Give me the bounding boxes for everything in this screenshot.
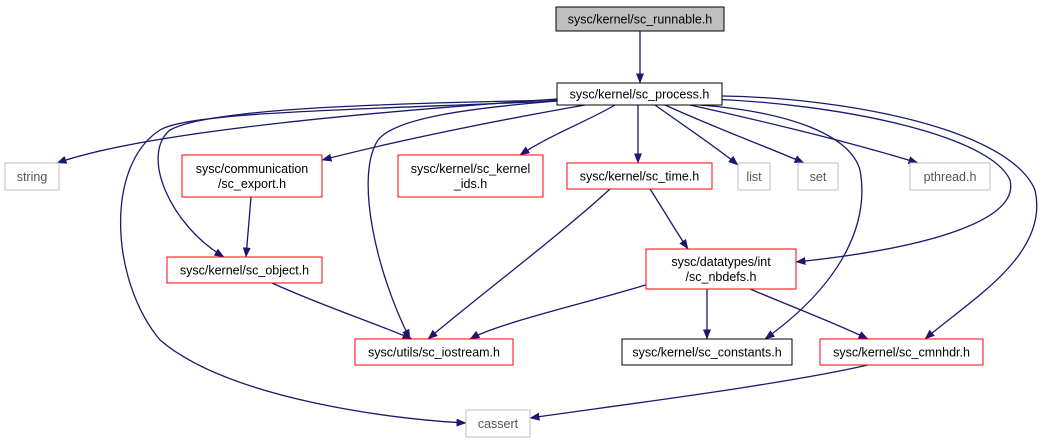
node-box-constants[interactable] (621, 338, 793, 366)
node-label-pthread: pthread.h (924, 170, 977, 184)
node-export[interactable]: sysc/communication/sc_export.h (181, 154, 323, 198)
node-label-export: sysc/communication (196, 162, 309, 176)
node-label-process: sysc/kernel/sc_process.h (570, 88, 710, 102)
node-nbdefs[interactable]: sysc/datatypes/int/sc_nbdefs.h (645, 248, 797, 290)
node-label-nbdefs: sysc/datatypes/int (671, 255, 771, 269)
node-cassert[interactable]: cassert (465, 409, 531, 438)
node-string[interactable]: string (4, 162, 60, 191)
node-cmnhdr[interactable]: sysc/kernel/sc_cmnhdr.h (819, 338, 984, 366)
edge-nbdefs-to-iostream (469, 281, 656, 340)
node-list[interactable]: list (737, 162, 771, 191)
node-box-time[interactable] (566, 162, 713, 190)
edge-time-to-nbdefs (649, 188, 689, 250)
edge-process-to-cassert (120, 100, 558, 427)
node-box-cmnhdr[interactable] (819, 338, 984, 366)
edge-process-to-list (654, 104, 739, 166)
node-label-nbdefs: /sc_nbdefs.h (686, 270, 757, 284)
node-box-pthread[interactable] (909, 162, 991, 191)
node-label-kernel_ids: sysc/kernel/sc_kernel (411, 162, 531, 176)
node-label-cmnhdr: sysc/kernel/sc_cmnhdr.h (833, 346, 970, 360)
edge-nbdefs-to-cmnhdr (749, 288, 869, 340)
edge-time-to-iostream (427, 188, 611, 340)
node-box-nbdefs[interactable] (645, 248, 797, 290)
node-label-time: sysc/kernel/sc_time.h (580, 170, 700, 184)
node-label-runnable: sysc/kernel/sc_runnable.h (568, 13, 713, 27)
node-kernel_ids[interactable]: sysc/kernel/sc_kernel_ids.h (397, 154, 544, 198)
edge-process-to-iostream (367, 100, 558, 340)
edge-process-to-set (664, 104, 805, 164)
node-process[interactable]: sysc/kernel/sc_process.h (556, 82, 723, 106)
node-label-constants: sysc/kernel/sc_constants.h (632, 346, 781, 360)
node-label-set: set (810, 170, 827, 184)
node-label-list: list (746, 170, 762, 184)
edge-object-to-iostream (271, 282, 413, 340)
node-time[interactable]: sysc/kernel/sc_time.h (566, 162, 713, 190)
node-box-runnable[interactable] (555, 6, 725, 32)
edge-process-to-object (157, 99, 558, 258)
node-box-kernel_ids[interactable] (397, 154, 544, 198)
node-iostream[interactable]: sysc/utils/sc_iostream.h (354, 338, 514, 366)
node-object[interactable]: sysc/kernel/sc_object.h (166, 256, 323, 284)
node-label-object: sysc/kernel/sc_object.h (180, 264, 309, 278)
node-box-cassert[interactable] (465, 409, 531, 438)
node-constants[interactable]: sysc/kernel/sc_constants.h (621, 338, 793, 366)
node-box-iostream[interactable] (354, 338, 514, 366)
node-box-string[interactable] (4, 162, 60, 191)
edge-process-to-export (321, 104, 586, 162)
nodes-layer: sysc/kernel/sc_runnable.h sysc/kernel/sc_… (4, 6, 991, 438)
node-box-list[interactable] (737, 162, 771, 191)
edge-export-to-object (242, 196, 252, 258)
node-box-set[interactable] (797, 162, 839, 191)
node-label-kernel_ids: _ids.h (453, 177, 487, 191)
edge-cmnhdr-to-cassert (529, 364, 869, 421)
edge-process-to-constants (699, 104, 863, 340)
edge-process-to-pthread (689, 104, 919, 165)
node-set[interactable]: set (797, 162, 839, 191)
node-box-object[interactable] (166, 256, 323, 284)
node-box-export[interactable] (181, 154, 323, 198)
node-pthread[interactable]: pthread.h (909, 162, 991, 191)
node-label-export: /sc_export.h (218, 177, 286, 191)
node-label-cassert: cassert (478, 417, 519, 431)
node-runnable[interactable]: sysc/kernel/sc_runnable.h (555, 6, 725, 32)
edge-process-to-kernel_ids (519, 104, 616, 156)
edge-process-to-nbdefs (709, 98, 1012, 265)
edge-process-to-cmnhdr (721, 95, 1038, 340)
node-box-process[interactable] (556, 82, 723, 106)
edges-layer (56, 31, 1038, 427)
node-label-iostream: sysc/utils/sc_iostream.h (368, 346, 500, 360)
node-label-string: string (17, 170, 48, 184)
